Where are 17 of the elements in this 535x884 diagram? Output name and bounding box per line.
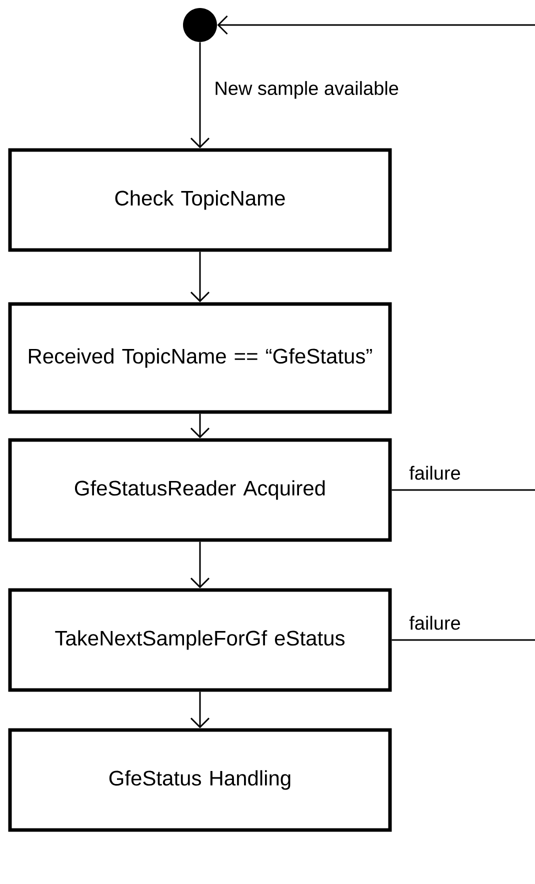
arrow — [190, 42, 210, 148]
arrow — [190, 692, 210, 728]
state-box: GfeStatus Handling — [8, 728, 392, 832]
connector-line — [392, 639, 535, 641]
arrow — [190, 414, 210, 438]
edge-label: New sample available — [212, 79, 401, 101]
start-node — [183, 8, 217, 42]
edge-label: failure — [407, 614, 463, 632]
arrow — [217, 15, 535, 35]
edge-label: failure — [407, 464, 463, 482]
connector-line — [392, 489, 535, 491]
state-box: GfeStatusReader Acquired — [8, 438, 392, 542]
arrow — [190, 542, 210, 588]
arrow — [190, 252, 210, 302]
state-box: Received TopicName == “GfeStatus” — [8, 302, 392, 414]
state-box: Check TopicName — [8, 148, 392, 252]
state-box: TakeNextSampleForGf eStatus — [8, 588, 392, 692]
